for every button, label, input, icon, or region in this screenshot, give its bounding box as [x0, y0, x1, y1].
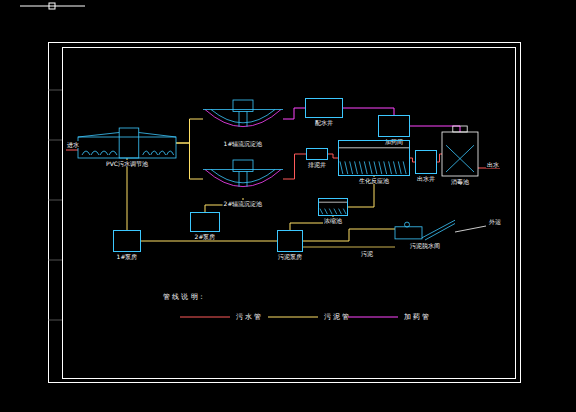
process-unit: 1#辐流沉淀池: [203, 100, 283, 138]
unit-outline: [203, 100, 283, 138]
unit-outline: [78, 128, 176, 158]
pipe-connector: [176, 143, 203, 179]
unit-label: 浓缩池: [323, 217, 343, 224]
unit-label: 配水井: [314, 119, 334, 126]
title-line: [20, 6, 85, 7]
pipe-connector: [283, 154, 306, 179]
unit-outline: [319, 199, 347, 215]
pipe-connector: [328, 154, 338, 158]
sludge-return-line: [303, 247, 395, 248]
process-unit: 消毒池: [442, 132, 478, 176]
legend-line-sample: [180, 317, 230, 318]
process-unit: 生化反应池: [338, 140, 410, 176]
unit-label: 污泥脱水间: [409, 242, 441, 249]
process-unit: 污泥脱水间: [395, 218, 455, 240]
legend-text: 污 泥 管: [324, 313, 349, 321]
process-unit: PVC污水调节池: [78, 128, 176, 158]
unit-label: 出水井: [416, 175, 436, 182]
inlet-pipe: [66, 150, 78, 151]
process-unit: 配水井: [305, 98, 343, 118]
pipe-connector: [283, 108, 305, 119]
unit-outline: [442, 132, 478, 176]
legend-line-sample: [268, 317, 318, 318]
process-unit: 加药间: [378, 115, 410, 137]
unit-outline: [395, 218, 455, 240]
unit-label: 1#泵房: [116, 253, 139, 260]
process-unit: 污泥泵房: [277, 230, 303, 252]
unit-label: 1#辐流沉淀池: [223, 140, 264, 147]
frame-ticks: [48, 90, 62, 320]
process-unit: 1#泵房: [113, 230, 141, 252]
process-unit: 出水井: [415, 150, 437, 174]
process-unit: 2#泵房: [190, 212, 220, 232]
legend-line-sample: [348, 317, 398, 318]
unit-outline: [203, 160, 283, 198]
note-label: 管 线 说 明：: [162, 294, 206, 301]
unit-label: 2#辐流沉淀池: [223, 200, 264, 207]
pipe-connector: [303, 229, 395, 241]
note-label: 外运: [488, 218, 502, 225]
legend-text: 污 水 管: [236, 313, 261, 321]
process-unit: 2#辐流沉淀池: [203, 160, 283, 198]
unit-label: 生化反应池: [358, 177, 390, 184]
process-unit: 浓缩池: [318, 198, 348, 216]
pipe-connector: [127, 158, 128, 230]
pipe-connector: [343, 108, 394, 115]
sludge-out-line: [455, 226, 486, 232]
pipe-connector: [141, 241, 277, 242]
inner-frame: [63, 48, 516, 379]
pipe-connector: [176, 119, 203, 143]
unit-label: 2#泵房: [194, 233, 217, 240]
unit-label: 排泥井: [307, 161, 327, 168]
process-unit: 排泥井: [306, 148, 328, 160]
legend-text: 加 药 管: [404, 313, 429, 321]
unit-label: 消毒池: [450, 178, 470, 185]
pipe-connector: [437, 154, 442, 162]
note-label: 污泥: [360, 250, 374, 257]
unit-label: 污泥泵房: [277, 253, 303, 260]
title-mark: [49, 3, 55, 9]
unit-outline: [339, 141, 409, 175]
note-label: 出水: [486, 161, 500, 168]
unit-label: PVC污水调节池: [105, 160, 149, 167]
note-label: 进水: [66, 141, 80, 148]
outer-frame: [49, 43, 521, 383]
